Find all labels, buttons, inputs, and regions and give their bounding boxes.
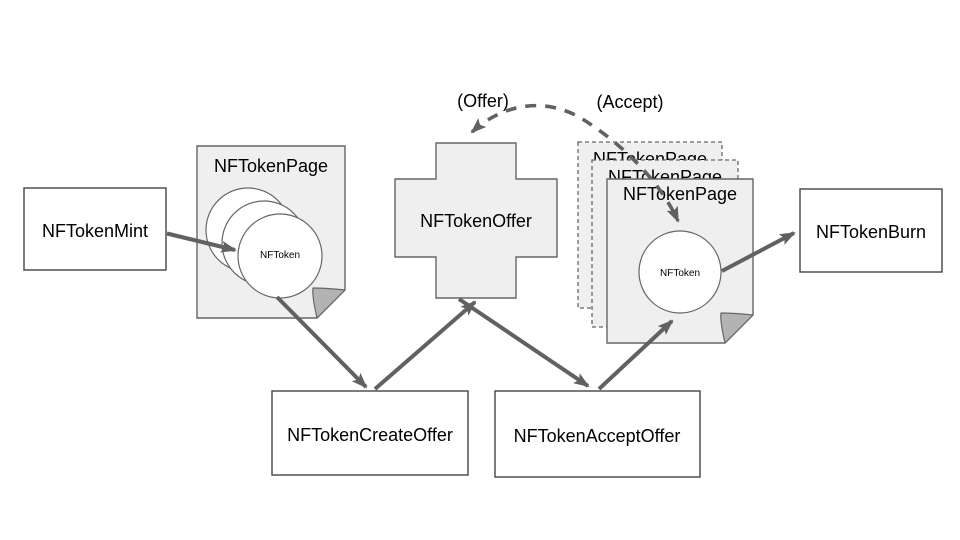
nftokenmint-label: NFTokenMint bbox=[42, 221, 148, 241]
node-nftokenoffer: NFTokenOffer bbox=[394, 142, 558, 299]
annotation-offer: (Offer) bbox=[457, 91, 509, 111]
arrow-createoffer-to-offer bbox=[373, 300, 477, 391]
page-right-fold-corner bbox=[720, 312, 754, 344]
page-left-fold-corner bbox=[312, 287, 346, 319]
node-nftokenpage-right: NFTokenPage NFTokenPage NFTokenPage NFTo… bbox=[577, 141, 754, 344]
nftokencreateoffer-label: NFTokenCreateOffer bbox=[287, 425, 453, 445]
node-nftokenpage-left: NFTokenPage NFToken bbox=[196, 145, 346, 319]
nftokenacceptoffer-box bbox=[494, 390, 701, 478]
node-nftokenburn: NFTokenBurn bbox=[799, 188, 943, 273]
arrow-page-to-createoffer bbox=[275, 295, 368, 389]
annotation-accept: (Accept) bbox=[596, 92, 663, 112]
arrow-offer-to-acceptoffer bbox=[457, 297, 590, 388]
arrow-mint-to-page bbox=[166, 231, 237, 253]
page-left-title: NFTokenPage bbox=[214, 156, 328, 176]
arrow-acceptoffer-to-page bbox=[597, 319, 674, 391]
node-nftokenacceptoffer: NFTokenAcceptOffer bbox=[494, 390, 701, 478]
nftokenburn-box bbox=[799, 188, 943, 273]
arrow-offer-accept-arc bbox=[470, 103, 680, 223]
node-nftokenmint: NFTokenMint bbox=[23, 187, 167, 271]
token-right-label: NFToken bbox=[660, 268, 700, 279]
nftokenmint-box bbox=[23, 187, 167, 271]
arrow-page-to-burn bbox=[721, 231, 796, 273]
nftokenburn-label: NFTokenBurn bbox=[816, 222, 926, 242]
nftokenoffer-label: NFTokenOffer bbox=[420, 211, 532, 231]
token-left-label: NFToken bbox=[260, 250, 300, 261]
page-right-title: NFTokenPage bbox=[623, 184, 737, 204]
node-nftokencreateoffer: NFTokenCreateOffer bbox=[271, 390, 469, 476]
nftokencreateoffer-box bbox=[271, 390, 469, 476]
nftokenacceptoffer-label: NFTokenAcceptOffer bbox=[514, 426, 681, 446]
token-circle-right bbox=[638, 230, 722, 314]
